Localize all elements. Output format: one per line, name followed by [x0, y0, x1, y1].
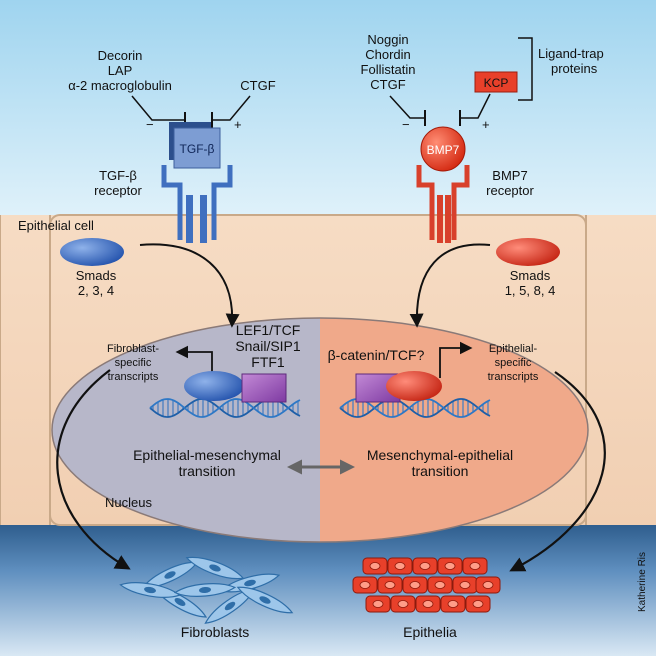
- left-signal-arrow: [139, 243, 240, 328]
- tgf-beta-receptor-label-2: receptor: [94, 183, 142, 198]
- plus-sign-left: +: [234, 117, 242, 132]
- tgf-beta-receptor-left: [161, 165, 183, 240]
- fibroblasts-label: Fibroblasts: [181, 624, 249, 640]
- epithelia-outcome-arrow: [509, 371, 606, 572]
- bmp7-label: BMP7: [427, 143, 460, 157]
- ligand-trap-bracket: [518, 37, 533, 101]
- transcripts-right-3: transcripts: [488, 371, 539, 383]
- inhibitor-a2m: α-2 macroglobulin: [68, 78, 172, 93]
- bmp7-receptor-label-1: BMP7: [492, 168, 527, 183]
- smad-left-icon: [60, 238, 124, 266]
- epithelial-cells: [352, 557, 501, 613]
- tgf-beta-receptor-label-1: TGF-β: [99, 168, 137, 183]
- basement-region: [0, 525, 656, 656]
- ligand-trap-label-1: Ligand-trap: [538, 46, 604, 61]
- transcripts-left-3: transcripts: [108, 371, 159, 383]
- ligand-trap-label-2: proteins: [551, 61, 598, 76]
- tf-box-left: [241, 373, 287, 403]
- activation-line-right: [460, 93, 491, 119]
- met-label-2: transition: [412, 463, 469, 479]
- smad-complex-right: [386, 371, 442, 401]
- minus-sign-right: −: [402, 117, 410, 132]
- transcription-arrow-right: [439, 341, 473, 378]
- emt-label-1: Epithelial-mesenchymal: [133, 447, 281, 463]
- tf-left-lef1: LEF1/TCF: [236, 322, 301, 338]
- emt-label-2: transition: [179, 463, 236, 479]
- met-label-1: Mesenchymal-epithelial: [367, 447, 513, 463]
- transcripts-left-2: specific: [115, 357, 152, 369]
- tgf-beta-receptor-right: [211, 165, 233, 240]
- epithelia-label: Epithelia: [403, 624, 457, 640]
- activation-line-left: [212, 95, 251, 121]
- fibroblast-outcome-arrow: [56, 369, 131, 570]
- bmp7-receptor-label-2: receptor: [486, 183, 534, 198]
- epithelial-cell-label: Epithelial cell: [18, 218, 94, 233]
- inhibition-line-left: [131, 95, 185, 121]
- inhibitor-chordin: Chordin: [365, 47, 411, 62]
- smads-left-label-1: Smads: [76, 268, 117, 283]
- inhibitor-lap: LAP: [108, 63, 133, 78]
- extracellular-space: [0, 0, 656, 215]
- tf-left-snail: Snail/SIP1: [235, 338, 301, 354]
- transcripts-right-1: Epithelial-: [489, 343, 538, 355]
- smads-right-label-2: 1, 5, 8, 4: [505, 283, 556, 298]
- transcription-arrow-left: [175, 345, 213, 378]
- inhibitor-follistatin: Follistatin: [361, 62, 416, 77]
- smad-right-icon: [496, 238, 560, 266]
- minus-sign-left: −: [146, 117, 154, 132]
- tgf-beta-ligand: [173, 127, 221, 169]
- bmp7-receptor-stem-2: [445, 195, 451, 243]
- right-signal-arrow: [409, 243, 491, 328]
- inhibitor-ctgf: CTGF: [370, 77, 405, 92]
- inhibitor-noggin: Noggin: [367, 32, 408, 47]
- tgf-beta-receptor-stem-1: [186, 195, 193, 243]
- kcp-box: [474, 71, 518, 93]
- activator-ctgf-left: CTGF: [240, 78, 275, 93]
- bmp7-receptor-left: [416, 165, 435, 240]
- inhibition-line-right: [389, 95, 425, 119]
- smads-left-label-2: 2, 3, 4: [78, 283, 114, 298]
- transcripts-left-1: Fibroblast-: [107, 343, 159, 355]
- bmp7-receptor-right: [451, 165, 470, 240]
- inhibitor-decorin: Decorin: [98, 48, 143, 63]
- fibroblast-cells: [119, 556, 294, 624]
- nucleus-label: Nucleus: [105, 495, 152, 510]
- bmp7-ligand: [420, 126, 466, 172]
- kcp-label: KCP: [484, 76, 509, 90]
- smads-right-label-1: Smads: [510, 268, 551, 283]
- tf-left-ftf1: FTF1: [251, 354, 285, 370]
- tf-right-beta-catenin: β-catenin/TCF?: [328, 347, 425, 363]
- tgf-beta-label: TGF-β: [180, 142, 215, 156]
- tgf-beta-receptor-stem-2: [200, 195, 207, 243]
- bmp7-receptor-stem-1: [437, 195, 443, 243]
- artist-credit: Katherine Ris: [637, 552, 648, 612]
- smad-complex-left: [184, 371, 244, 401]
- plus-sign-right: +: [482, 117, 490, 132]
- nucleus-membrane: [51, 317, 589, 543]
- transcripts-right-2: specific: [495, 357, 532, 369]
